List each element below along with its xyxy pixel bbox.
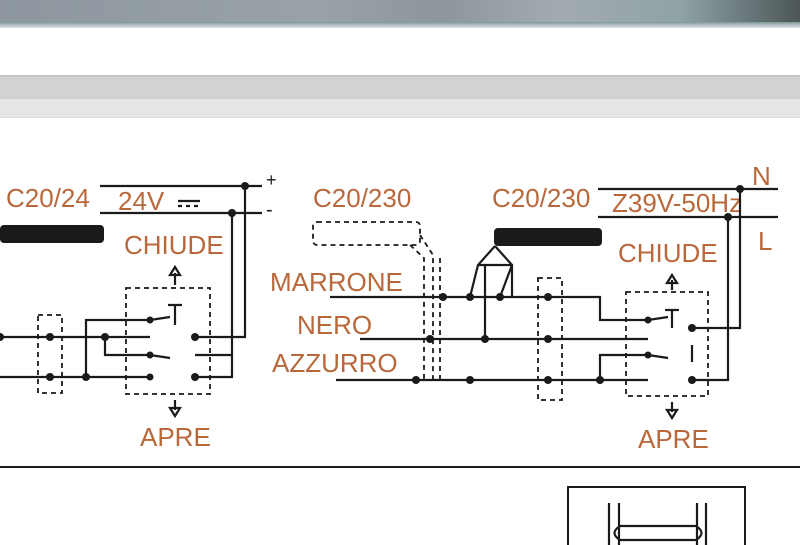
middle-wire-legend: C20/230 MARRONE NERO AZZURRO [270,183,548,384]
minus-label: - [266,199,273,221]
left-close-label: CHIUDE [124,230,224,260]
motor-thumbnail [567,486,746,545]
middle-motor-outline [312,221,421,246]
neutral-label: N [752,161,771,191]
right-motor-body [494,228,602,246]
right-close-label: CHIUDE [618,238,718,268]
header-banner-edge [0,22,800,28]
header-banner [0,0,800,24]
right-switch-contacts [647,308,679,360]
right-model-label: C20/230 [492,183,590,213]
left-diagram-c20-24: C20/24 24V + - CHIUDE APRE [0,170,277,452]
middle-model-label: C20/230 [313,183,411,213]
right-diagram-c20-230: C20/230 Z39V-50Hz N L CHIUDE APRE [466,161,778,454]
close-arrow-icon [665,272,679,290]
left-motor-body [0,225,104,243]
left-model-label: C20/24 [6,183,90,213]
right-switch-box [625,291,709,397]
right-motor-cable [468,245,514,339]
right-open-label: APRE [638,424,709,454]
left-terminal-box [37,314,63,394]
live-label: L [758,226,772,256]
close-arrow-icon [168,264,182,285]
plus-label: + [266,170,277,190]
middle-dashed-cable [409,234,441,380]
open-arrow-icon [168,400,182,419]
section-band [0,75,800,99]
left-voltage-label: 24V [118,186,165,216]
section-band-lower [0,99,800,118]
right-voltage-label: Z39V-50Hz [612,188,742,218]
wire-brown-label: MARRONE [270,267,403,297]
wire-black-label: NERO [297,310,372,340]
left-switch-contacts [149,303,182,360]
left-wires [0,186,247,379]
wire-blue-label: AZZURRO [272,348,398,378]
open-arrow-icon [665,402,679,421]
left-switch-box [125,287,211,395]
left-open-label: APRE [140,422,211,452]
dc-symbol [178,199,200,208]
